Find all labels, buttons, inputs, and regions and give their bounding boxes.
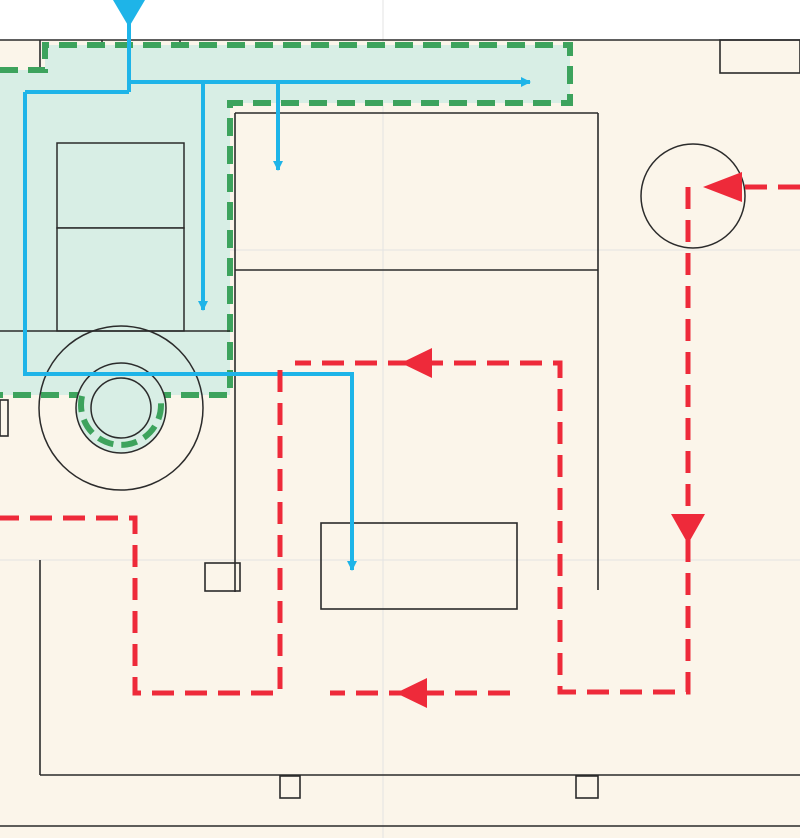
left-arrow-icon (703, 172, 742, 202)
equipment-block-top (56, 142, 185, 229)
red-arrowheads (396, 172, 742, 708)
upper-right-circle (640, 143, 746, 249)
ring-green-dash (78, 395, 164, 448)
equipment (0, 142, 746, 491)
zone-dashed-border (0, 42, 573, 398)
left-arrow-icon (401, 348, 432, 378)
inner-core (90, 377, 152, 439)
large-ring (38, 325, 204, 491)
top-cutout (0, 0, 40, 40)
down-arrow-icon (671, 514, 705, 544)
red-flow (0, 184, 800, 696)
left-arrow-icon (396, 678, 427, 708)
upper-room-floor (236, 113, 598, 270)
walls (0, 39, 800, 827)
down-arrow-icon (113, 0, 145, 27)
equipment-block-bottom (56, 227, 185, 332)
